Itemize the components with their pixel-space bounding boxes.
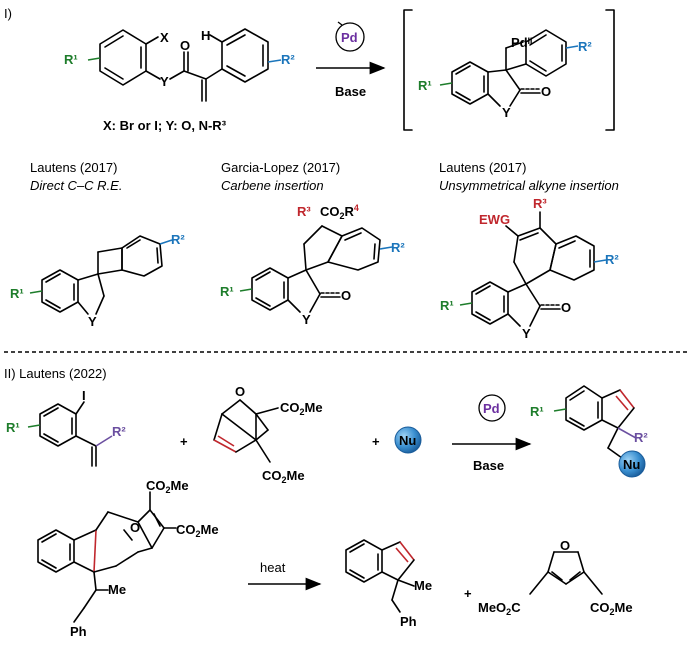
aryl-r2-label: R² [112,424,126,439]
section-1-label: I) [4,6,12,21]
ex3-r2-label: R² [605,252,619,267]
furan-right-ester: CO2Me [590,600,633,617]
int-r1-label: R¹ [418,78,432,93]
aryl-r1-label: R¹ [6,420,20,435]
substrate-note: X: Br or I; Y: O, N-R³ [103,118,227,133]
int-y-label: Y [502,105,511,120]
indene-retro-product: Me Ph [345,539,432,629]
substrate-molecule: X Y O H R¹ R² [64,28,295,102]
ex3-r3: R³ [533,196,547,211]
pdii-label: Pdᴵᴵ [511,35,532,50]
y-label: Y [160,74,169,89]
section-2-label: II) Lautens (2022) [4,366,107,381]
furan-o-label: O [560,538,570,553]
pd-catalyst-2: Pd [478,394,506,422]
indene-product: R² R¹ Nu [530,385,648,478]
example-2-method: Carbene insertion [221,178,324,193]
ester-top: CO2Me [280,400,323,417]
ex3-ewg: EWG [479,212,510,227]
example-3-author: Lautens (2017) [439,160,526,175]
ex3-o-label: O [561,300,571,315]
base-label-1: Base [335,84,366,99]
int-o-label: O [541,84,551,99]
ex2-o-label: O [341,288,351,303]
ex2-r3: R³ [297,204,311,219]
pd-intermediate: Pdᴵᴵ R² R¹ Y O [403,9,615,131]
base-label-2: Base [473,458,504,473]
carbonyl-o-label: O [180,38,190,53]
ex3-y-label: Y [522,326,531,341]
ex2-co2r4: CO2R4 [320,203,359,221]
heat-label: heat [260,560,286,575]
retro-me-label: Me [414,578,432,593]
nu-label: Nu [399,433,416,448]
nucleophile: Nu [394,426,422,454]
adduct-o-label: O [130,520,140,535]
pd-label: Pd [341,30,358,45]
ex1-r1-label: R¹ [10,286,24,301]
adduct-ester-right: CO2Me [176,522,219,539]
example-3-structure: EWG R³ R² R¹ Y O [440,196,619,341]
plus-3: + [464,586,472,601]
plus-2: + [372,434,380,449]
adduct-ester-top: CO2Me [146,478,189,495]
adduct-ph-label: Ph [70,624,87,639]
example-3-method: Unsymmetrical alkyne insertion [439,178,619,193]
example-2-structure: R¹ R³ CO2R4 R² R¹ Y O [220,203,405,327]
ex2-y-label: Y [302,312,311,327]
r1-label: R¹ [64,52,78,67]
ester-bottom: CO2Me [262,468,305,485]
prod-nu-label: Nu [623,457,640,472]
ex1-r2-label: R² [171,232,185,247]
bridge-o-label: O [235,384,245,399]
example-1-structure: R² R¹ Y [10,232,185,329]
int-r2-label: R² [578,39,592,54]
ex1-y-label: Y [88,314,97,329]
adduct-me-label: Me [108,582,126,597]
example-1-method: Direct C–C R.E. [30,178,122,193]
polycyclic-adduct: O CO2Me CO2Me Me Ph [37,478,219,639]
example-2-author: Garcia-Lopez (2017) [221,160,340,175]
ex3-r1-label: R¹ [440,298,454,313]
ex2-r2-label: R² [391,240,405,255]
x-label: X [160,30,169,45]
pd-catalyst: Pd [335,21,365,52]
ex2-r1-label: R¹ [220,284,234,299]
retro-ph-label: Ph [400,614,417,629]
iodide-label: I [82,388,86,403]
pd-label-2: Pd [483,401,500,416]
h-label: H [201,28,210,43]
oxanorbornadiene: O CO2Me CO2Me [213,384,323,485]
prod-r1-label: R¹ [530,404,544,419]
plus-1: + [180,434,188,449]
furan-left-ester: MeO2C [478,600,521,617]
example-1-author: Lautens (2017) [30,160,117,175]
r2-label: R² [281,52,295,67]
prod-r2-label: R² [634,430,648,445]
furan-diester: O MeO2C CO2Me [478,538,633,617]
aryl-iodide: I R² R¹ [6,388,126,467]
